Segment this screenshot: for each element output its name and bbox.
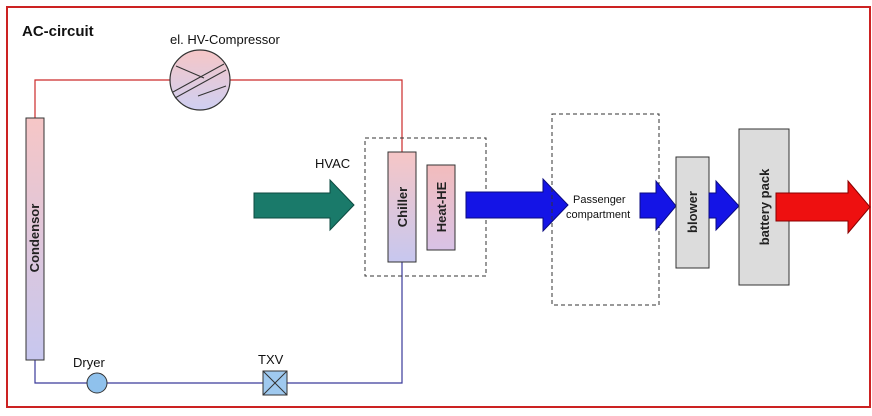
condensor-box <box>25 117 45 361</box>
txv-label: TXV <box>258 352 284 367</box>
cold-refrigerant-line <box>34 262 403 384</box>
compressor-icon <box>169 49 231 111</box>
compressor-label: el. HV-Compressor <box>170 32 280 47</box>
passenger-compartment-label-line1: Passenger <box>573 194 626 206</box>
dryer-label: Dryer <box>73 355 105 370</box>
air-flow-arrow-1 <box>465 177 569 233</box>
blower-label: blower <box>685 191 700 233</box>
hvac-label: HVAC <box>315 156 350 171</box>
heat-exchanger-box <box>426 164 456 251</box>
hvac-inflow-arrow <box>253 178 355 232</box>
battery-pack-label: battery pack <box>757 168 772 245</box>
air-flow-arrow-2 <box>639 179 677 232</box>
chiller-box <box>387 151 417 263</box>
diagram-title: AC-circuit <box>22 23 94 40</box>
txv-valve-icon <box>262 370 288 396</box>
dryer-icon <box>86 372 108 394</box>
chiller-label: Chiller <box>395 187 410 227</box>
exhaust-air-arrow <box>775 179 871 235</box>
heat-exchanger-label: Heat-HE <box>434 181 449 232</box>
passenger-compartment-enclosure <box>551 113 660 306</box>
passenger-compartment-label-line2: compartment <box>566 209 630 221</box>
condensor-label: Condensor <box>27 204 42 273</box>
air-flow-arrow-3 <box>708 179 740 232</box>
